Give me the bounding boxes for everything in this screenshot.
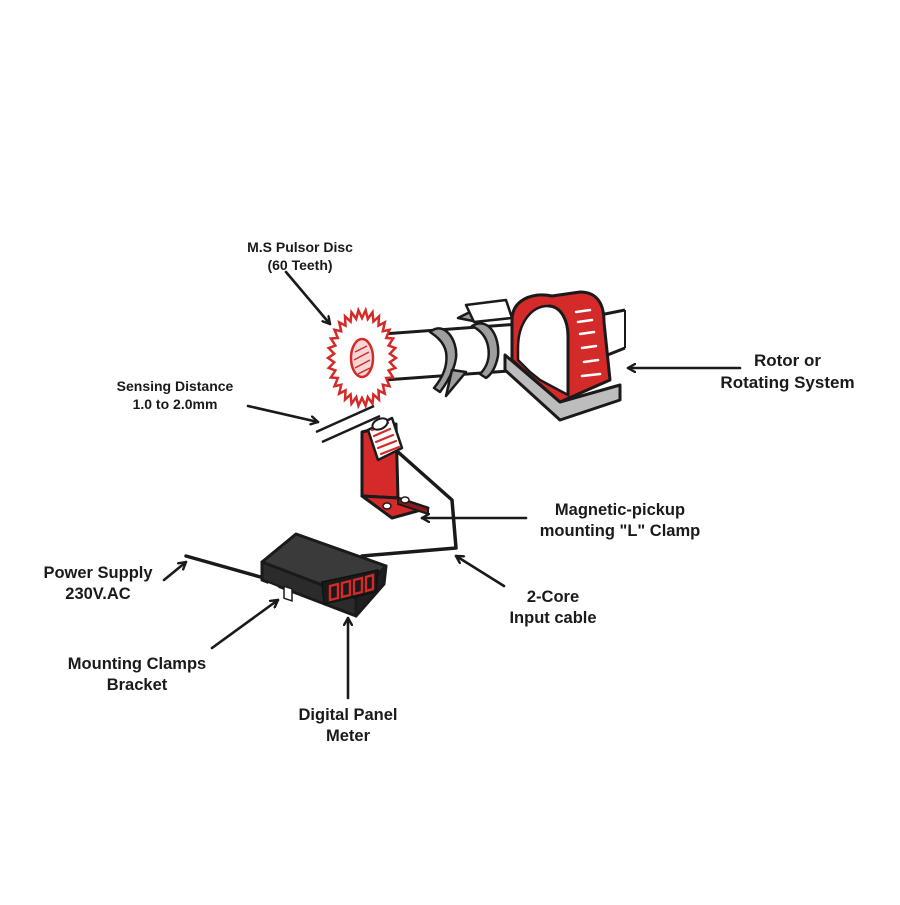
sensing-gap	[315, 404, 381, 444]
arrow-mounting-clamps	[210, 598, 280, 650]
label-mounting-clamps: Mounting Clamps Bracket	[40, 654, 234, 697]
label-input-cable-line1: 2-Core	[526, 588, 580, 606]
label-input-cable-line2: Input cable	[509, 609, 597, 628]
bearing-block	[503, 290, 622, 422]
arrow-sensing-distance	[246, 404, 320, 422]
label-power-supply: Power Supply 230V.AC	[26, 563, 170, 606]
label-pulsor-disc-line2: (60 Teeth)	[267, 257, 333, 274]
label-mounting-clamps-line2: Bracket	[106, 676, 168, 695]
label-input-cable: 2-Core Input cable	[486, 587, 620, 630]
label-panel-meter-line2: Meter	[325, 727, 370, 746]
label-rotor-line1: Rotor or	[753, 351, 822, 370]
label-sensing-distance-line2: 1.0 to 2.0mm	[132, 396, 218, 413]
input-cable	[360, 450, 458, 558]
label-rotor: Rotor or Rotating System	[700, 350, 875, 394]
power-cable	[184, 554, 266, 580]
arrow-pulsor-disc	[284, 270, 332, 326]
magnetic-pickup-sensor	[366, 416, 404, 462]
label-power-supply-line2: 230V.AC	[65, 585, 131, 604]
arrow-power-supply	[162, 560, 188, 582]
label-panel-meter-line1: Digital Panel	[298, 706, 398, 724]
digital-panel-meter	[260, 532, 388, 618]
label-pulsor-disc: M.S Pulsor Disc (60 Teeth)	[200, 238, 400, 274]
label-pulsor-disc-line1: M.S Pulsor Disc	[247, 239, 353, 255]
arrow-input-cable	[454, 554, 506, 588]
label-mounting-clamps-line1: Mounting Clamps	[67, 655, 207, 673]
label-rotor-line2: Rotating System	[720, 373, 855, 393]
rotation-arrows	[428, 298, 514, 398]
label-l-clamp-line2: mounting "L" Clamp	[539, 522, 701, 541]
label-panel-meter: Digital Panel Meter	[268, 705, 428, 748]
label-power-supply-line1: Power Supply	[43, 564, 153, 582]
label-sensing-distance: Sensing Distance 1.0 to 2.0mm	[80, 377, 270, 413]
label-sensing-distance-line1: Sensing Distance	[116, 378, 234, 394]
label-l-clamp-line1: Magnetic-pickup	[554, 501, 686, 519]
label-l-clamp: Magnetic-pickup mounting "L" Clamp	[520, 500, 720, 543]
pulsor-disc	[325, 306, 399, 410]
pointer-arrows	[162, 270, 742, 700]
